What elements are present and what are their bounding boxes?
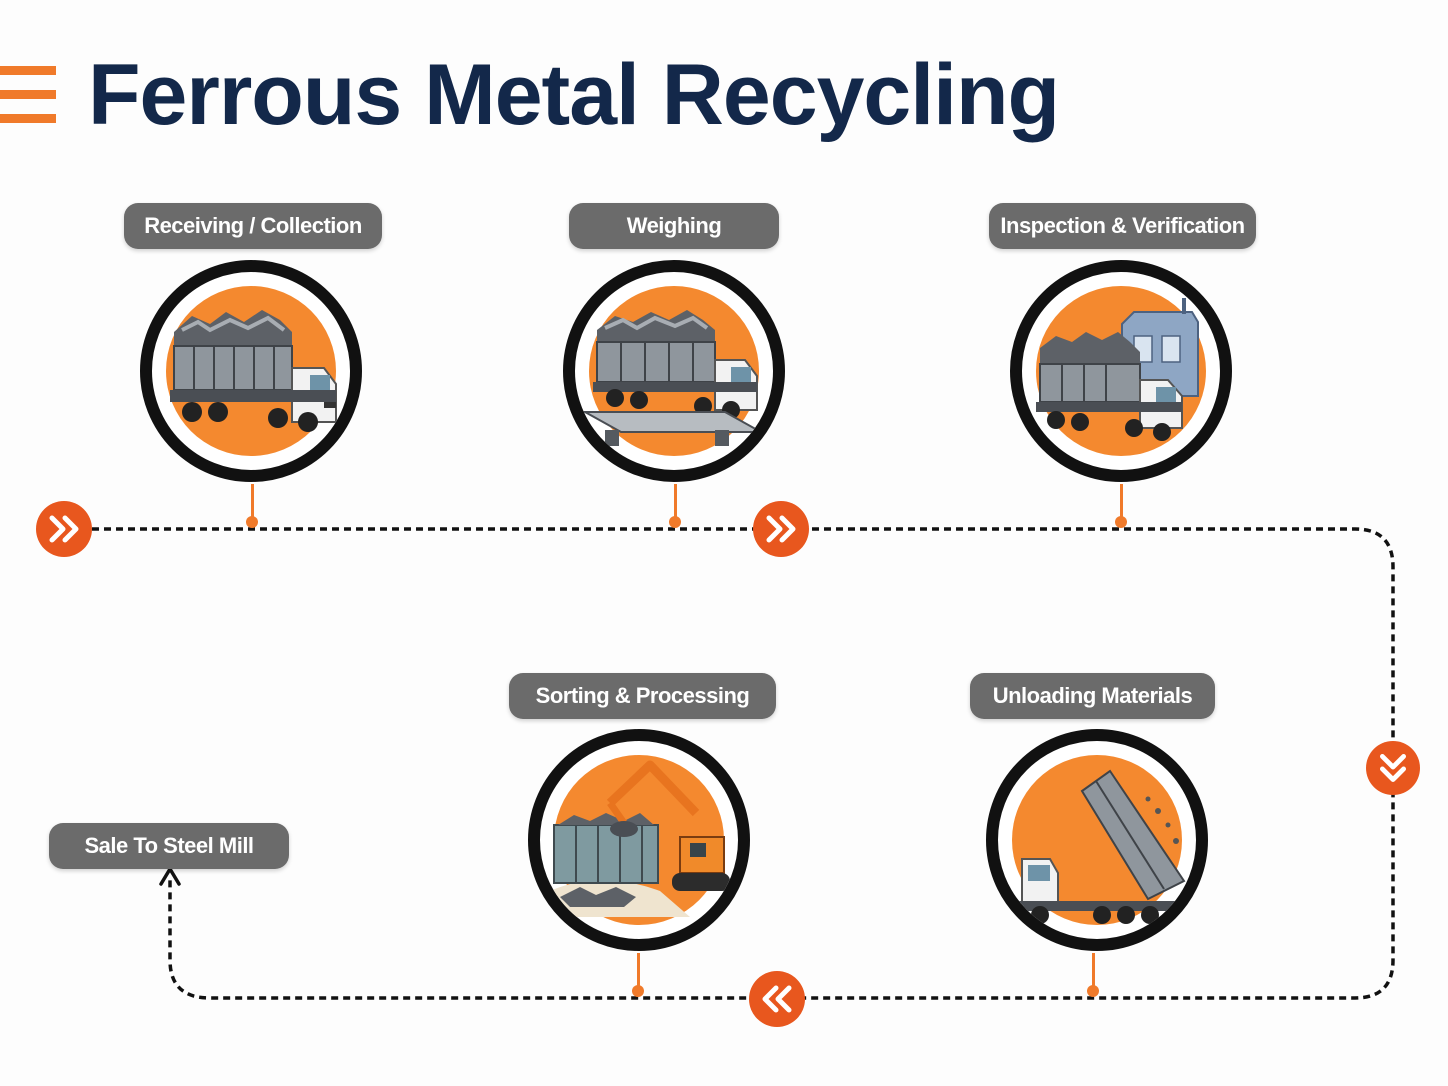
double-chevron-right-icon (36, 501, 92, 557)
step-connector (1092, 953, 1095, 991)
step-connector-dot (1115, 516, 1127, 528)
double-chevron-right-icon (753, 501, 809, 557)
menu-bar (0, 66, 56, 75)
double-chevron-down-icon (1366, 741, 1420, 795)
step-label-sorting: Sorting & Processing (509, 673, 776, 719)
step-receiving[interactable] (140, 260, 362, 482)
menu-bar (0, 90, 56, 99)
step-connector (251, 484, 254, 522)
step-connector-dot (1087, 985, 1099, 997)
step-connector-dot (632, 985, 644, 997)
step-connector (637, 953, 640, 991)
step-connector (674, 484, 677, 522)
step-sorting[interactable] (528, 729, 750, 951)
step-connector-dot (246, 516, 258, 528)
step-connector-dot (669, 516, 681, 528)
step-weighing[interactable] (563, 260, 785, 482)
double-chevron-left-icon (749, 971, 805, 1027)
step-label-weighing: Weighing (569, 203, 779, 249)
step-label-inspection: Inspection & Verification (989, 203, 1256, 249)
inspection-station-icon (1036, 298, 1199, 441)
page-title: Ferrous Metal Recycling (88, 47, 1060, 143)
dump-truck-icon (1018, 769, 1186, 924)
menu-bar (0, 114, 56, 123)
step-unloading[interactable] (986, 729, 1208, 951)
scrap-truck-icon (170, 310, 337, 432)
step-label-sale: Sale To Steel Mill (49, 823, 289, 869)
step-label-unloading: Unloading Materials (970, 673, 1215, 719)
step-inspection[interactable] (1010, 260, 1232, 482)
menu-icon[interactable] (0, 66, 56, 128)
step-connector (1120, 484, 1123, 522)
step-label-receiving: Receiving / Collection (124, 203, 382, 249)
excavator-icon (550, 760, 730, 917)
truck-scale-icon (581, 310, 765, 446)
